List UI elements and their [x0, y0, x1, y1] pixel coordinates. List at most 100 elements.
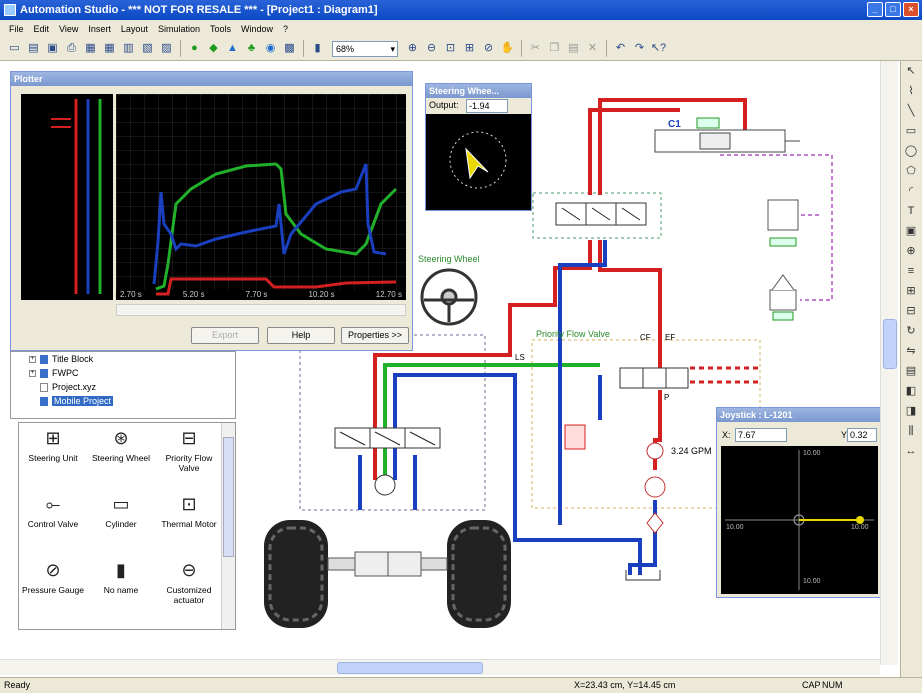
hydraulic-diagram: C1 Steering Wheel Priority Flow Valve 3.…: [264, 98, 833, 628]
line-icon[interactable]: ╲: [907, 105, 915, 117]
undo-icon[interactable]: ↶: [615, 42, 626, 54]
run-simulation-icon[interactable]: ●: [191, 42, 198, 54]
help-button[interactable]: Help: [267, 327, 335, 344]
library-item[interactable]: ▮No name: [89, 555, 153, 621]
library-icon[interactable]: ▧: [142, 42, 153, 54]
pump-group: [644, 442, 666, 534]
rectangle-icon[interactable]: ▭: [905, 125, 917, 137]
zoom-previous-icon[interactable]: ⊘: [483, 42, 494, 54]
text-icon[interactable]: T: [907, 205, 915, 217]
arc-icon[interactable]: ◜: [908, 185, 914, 197]
zoom-in-icon[interactable]: ⊕: [407, 42, 418, 54]
grid-icon[interactable]: ▦: [104, 42, 115, 54]
align-icon[interactable]: ≡: [907, 265, 915, 277]
canvas-hscrollbar[interactable]: [0, 659, 880, 675]
distribute-icon[interactable]: ⫼: [908, 425, 914, 437]
help-pointer-icon[interactable]: ↖?: [650, 42, 667, 54]
close-button[interactable]: ×: [903, 2, 919, 17]
send-back-icon[interactable]: ◨: [905, 405, 917, 417]
x-tick: 10.20 s: [308, 290, 335, 299]
sim-settings-icon[interactable]: ◉: [265, 42, 276, 54]
tree-item[interactable]: +FWPC: [29, 368, 79, 378]
paste-icon[interactable]: ▤: [568, 42, 579, 54]
plot-hscrollbar[interactable]: [116, 304, 406, 316]
pan-hand-icon[interactable]: ✋: [500, 42, 515, 54]
vscroll-thumb[interactable]: [883, 319, 897, 369]
library-item[interactable]: ⊞Steering Unit: [21, 423, 85, 489]
menu-view[interactable]: View: [59, 23, 79, 34]
menu-file[interactable]: File: [9, 23, 24, 34]
step-icon[interactable]: ◆: [209, 42, 218, 54]
polygon-icon[interactable]: ⬠: [906, 165, 916, 177]
minimize-button[interactable]: _: [867, 2, 883, 17]
menu-edit[interactable]: Edit: [33, 23, 50, 34]
ungroup-icon[interactable]: ⊟: [906, 305, 916, 317]
zoom-out-icon[interactable]: ⊖: [426, 42, 437, 54]
flip-icon[interactable]: ⇋: [906, 345, 916, 357]
x-field[interactable]: 7.67: [735, 428, 787, 442]
library-item[interactable]: ⊡Thermal Motor: [157, 489, 221, 555]
scope-icon[interactable]: ▩: [284, 42, 295, 54]
zoom-fit-icon[interactable]: ⊞: [464, 42, 475, 54]
measure-tool-icon[interactable]: ↔: [905, 445, 917, 457]
menu-window[interactable]: Window: [240, 23, 273, 34]
save-icon[interactable]: ▣: [47, 42, 58, 54]
menu-insert[interactable]: Insert: [88, 23, 111, 34]
library-item[interactable]: ⟜Control Valve: [21, 489, 85, 555]
zoom-window-icon[interactable]: ⊡: [445, 42, 456, 54]
library-scrollbar[interactable]: [221, 423, 235, 629]
output-field[interactable]: -1.94: [466, 99, 508, 113]
output-row: Output: -1.94: [426, 98, 531, 114]
library-scroll-thumb[interactable]: [223, 437, 234, 557]
hscroll-thumb[interactable]: [337, 662, 483, 674]
y-field[interactable]: 0.32: [847, 428, 877, 442]
ellipse-icon[interactable]: ◯: [904, 145, 918, 157]
rotate-icon[interactable]: ↻: [906, 325, 916, 337]
tree-item[interactable]: +Title Block: [29, 354, 94, 364]
library-item[interactable]: ⊖Customized actuator: [157, 555, 221, 621]
copy-icon[interactable]: ❐: [549, 42, 560, 54]
menu-tools[interactable]: Tools: [209, 23, 231, 34]
polyline-icon[interactable]: ⌇: [908, 85, 914, 97]
pointer-icon[interactable]: ↖: [906, 65, 916, 77]
properties-button[interactable]: Properties >>: [341, 327, 409, 344]
library-item[interactable]: ⊟Priority Flow Valve: [157, 423, 221, 489]
redo-icon[interactable]: ↷: [634, 42, 645, 54]
layer-icon[interactable]: ▤: [905, 365, 917, 377]
steering-dial[interactable]: [426, 114, 531, 210]
cut-icon[interactable]: ✂: [530, 42, 541, 54]
joystick-knob-icon: [856, 516, 864, 524]
canvas-vscrollbar[interactable]: [880, 61, 898, 665]
library-item[interactable]: ▭Cylinder: [89, 489, 153, 555]
expand-icon[interactable]: +: [29, 355, 36, 363]
delete-icon[interactable]: ✕: [587, 42, 598, 54]
menu-help[interactable]: ?: [283, 23, 289, 34]
bring-front-icon[interactable]: ◧: [905, 385, 917, 397]
print-preview-icon[interactable]: ▦: [85, 42, 96, 54]
open-folder-icon[interactable]: ▤: [28, 42, 39, 54]
diagram-icon[interactable]: ▨: [161, 42, 172, 54]
joystick-pad[interactable]: 10.00 10.00 10.00 10.00: [721, 446, 878, 594]
window-title: Automation Studio - *** NOT FOR RESALE *…: [20, 4, 378, 16]
status-bar: Ready X=23.43 cm, Y=14.45 cm CAP NUM: [0, 677, 922, 693]
pause-icon[interactable]: ▲: [227, 42, 238, 54]
component-icon[interactable]: ♣: [247, 42, 256, 54]
menu-layout[interactable]: Layout: [120, 23, 148, 34]
image-icon[interactable]: ▣: [905, 225, 917, 237]
print-icon[interactable]: ⎙: [67, 42, 76, 54]
menu-simulation[interactable]: Simulation: [157, 23, 200, 34]
measure-icon[interactable]: ▮: [314, 42, 321, 54]
library-item[interactable]: ⊛Steering Wheel: [89, 423, 153, 489]
x-tick: 7.70 s: [245, 290, 268, 299]
export-button[interactable]: Export: [191, 327, 259, 344]
expand-icon[interactable]: +: [29, 369, 36, 377]
tree-item[interactable]: Project.xyz: [11, 380, 235, 394]
zoom-select[interactable]: 68%: [332, 40, 398, 57]
maximize-button[interactable]: □: [885, 2, 901, 17]
properties-icon[interactable]: ▥: [123, 42, 134, 54]
link-icon[interactable]: ⊕: [906, 245, 916, 257]
group-icon[interactable]: ⊞: [906, 285, 916, 297]
tree-item[interactable]: Mobile Project: [11, 394, 235, 408]
library-item[interactable]: ⊘Pressure Gauge: [21, 555, 85, 621]
new-file-icon[interactable]: ▭: [9, 42, 20, 54]
